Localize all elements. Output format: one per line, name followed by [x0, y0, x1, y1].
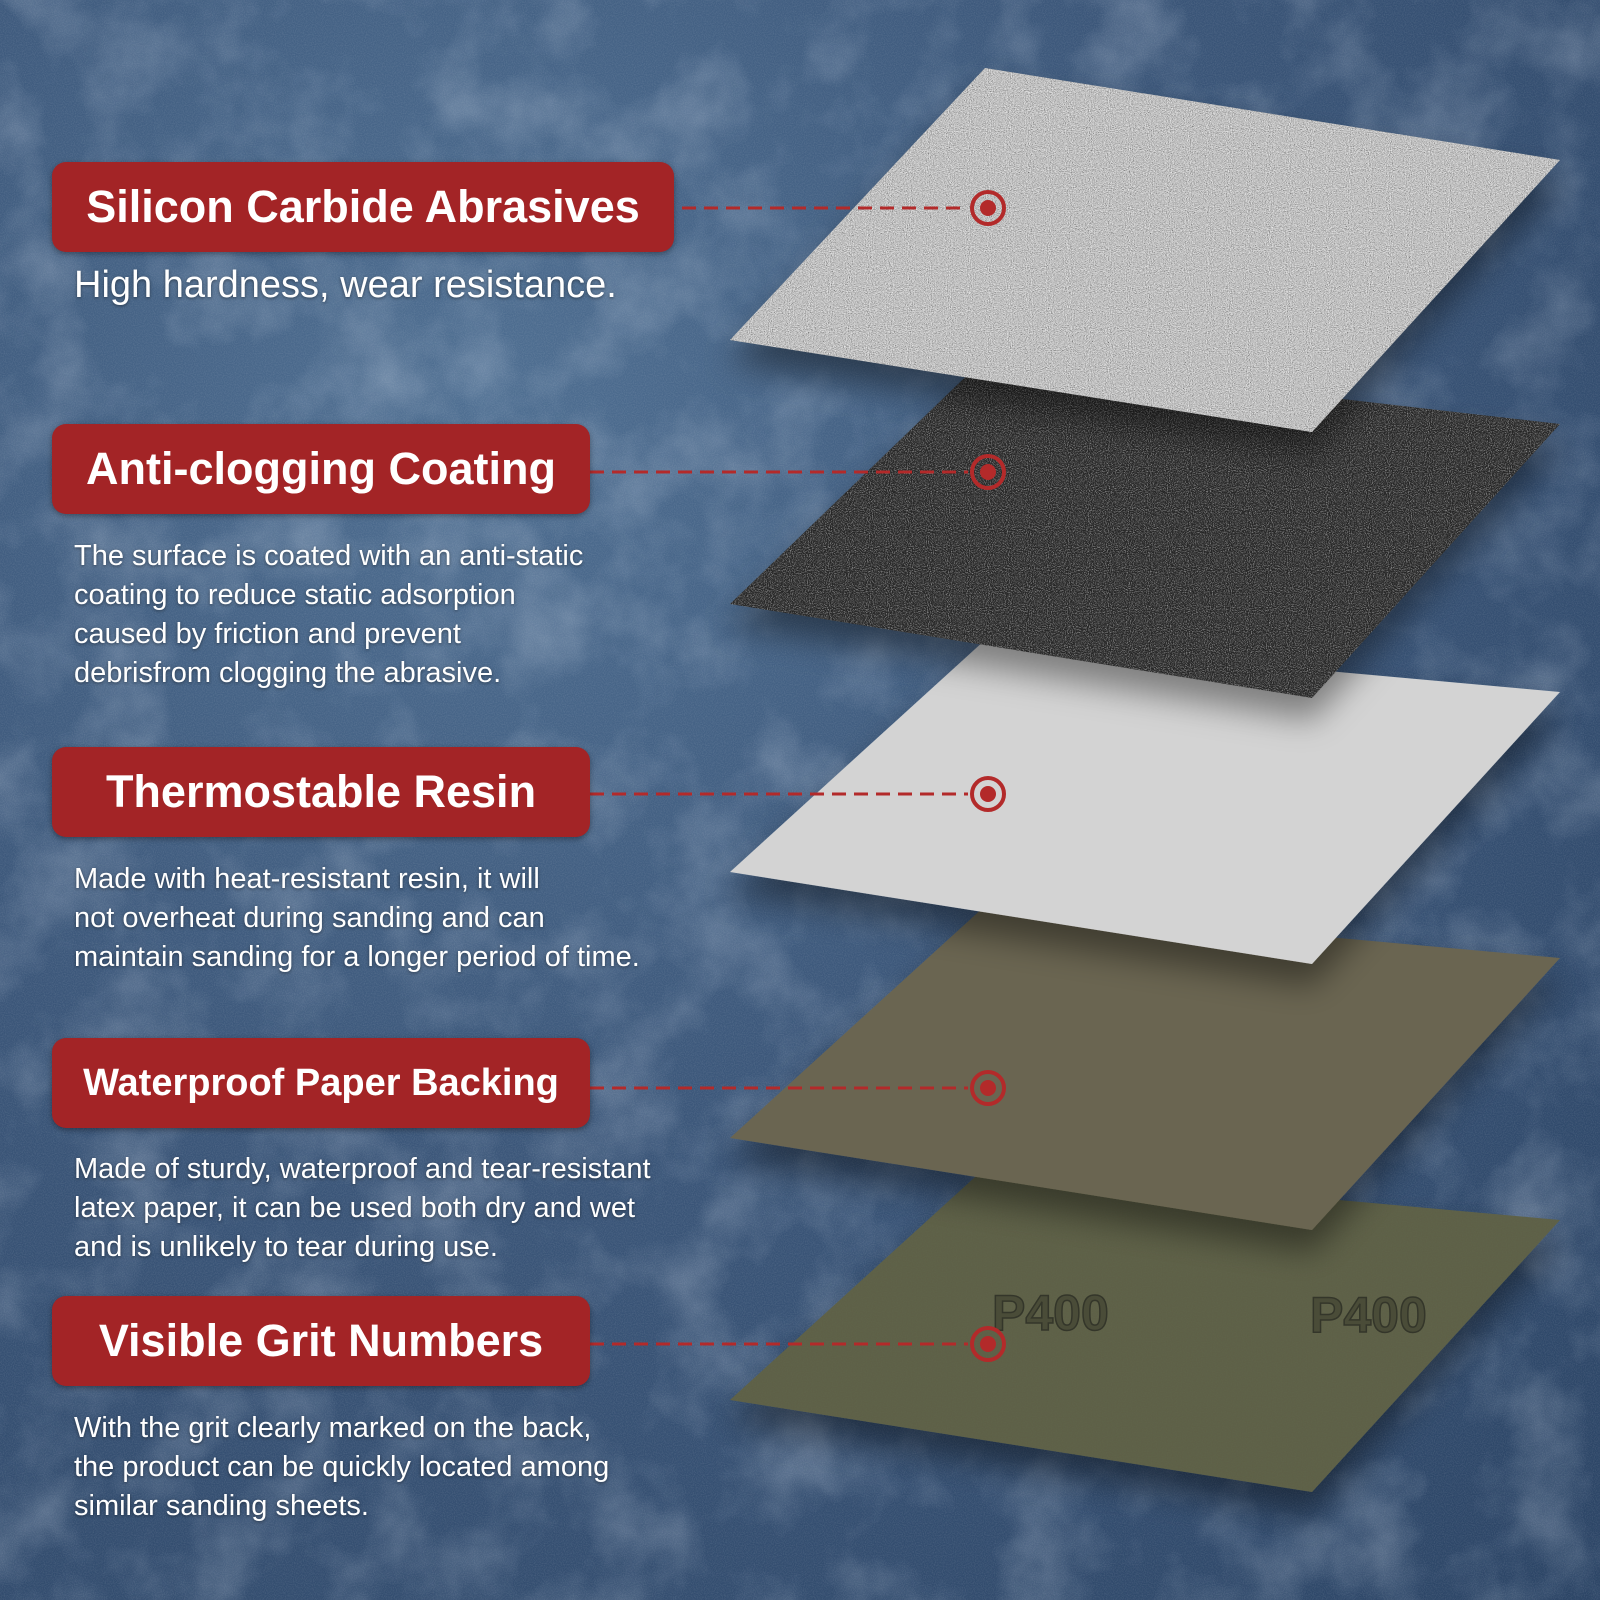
desc-anti-clogging: The surface is coated with an anti-stati…: [74, 540, 584, 689]
label-thermostable-resin: Thermostable Resin: [52, 747, 590, 837]
desc-silicon-carbide: High hardness, wear resistance.: [74, 264, 617, 306]
label-waterproof-backing-text: Waterproof Paper Backing: [83, 1061, 559, 1104]
label-anti-clogging: Anti-clogging Coating: [52, 424, 590, 514]
label-thermostable-resin-text: Thermostable Resin: [105, 766, 537, 817]
label-anti-clogging-text: Anti-clogging Coating: [86, 443, 556, 494]
marker-target-icon: [970, 190, 1006, 226]
layer-resin: [730, 640, 1560, 964]
marker-target-icon: [970, 1070, 1006, 1106]
connector-3: [590, 776, 1006, 812]
label-grit-numbers: Visible Grit Numbers: [52, 1296, 590, 1386]
grit-mark-2: P400: [1310, 1287, 1427, 1343]
label-waterproof-backing: Waterproof Paper Backing: [52, 1038, 590, 1128]
desc-waterproof-backing: Made of sturdy, waterproof and tear-resi…: [74, 1153, 651, 1263]
connector-1: [660, 190, 1006, 226]
marker-target-icon: [970, 454, 1006, 490]
connector-4: [590, 1070, 1006, 1106]
label-grit-numbers-text: Visible Grit Numbers: [98, 1315, 544, 1366]
desc-grit-numbers: With the grit clearly marked on the back…: [74, 1412, 610, 1522]
marker-target-icon: [970, 776, 1006, 812]
connector-5: [590, 1326, 1006, 1362]
marker-target-icon: [970, 1326, 1006, 1362]
grit-mark-1: P400: [992, 1285, 1109, 1341]
layer-paper-backing: [730, 906, 1560, 1230]
desc-thermostable-resin: Made with heat-resistant resin, it will …: [74, 863, 640, 973]
connector-2: [590, 454, 1006, 490]
label-silicon-carbide: Silicon Carbide Abrasives: [52, 162, 674, 252]
label-silicon-carbide-text: Silicon Carbide Abrasives: [86, 181, 640, 232]
